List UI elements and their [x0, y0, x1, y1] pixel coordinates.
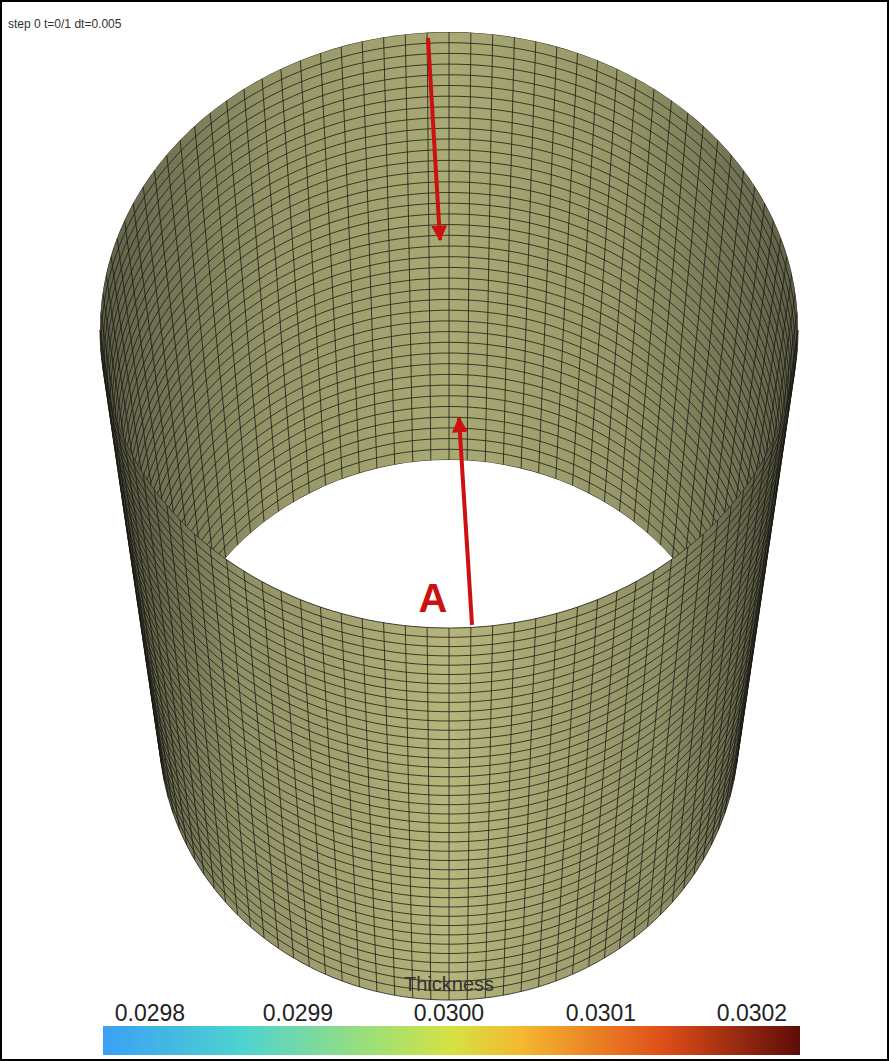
- tick-value: 0.0299: [263, 1002, 333, 1025]
- outer-wall: [100, 330, 798, 1000]
- red-arrow: [459, 418, 472, 625]
- tick-value: 0.0300: [414, 1002, 484, 1025]
- step-info: step 0 t=0/1 dt=0.005: [8, 18, 121, 30]
- tick-value: 0.0301: [566, 1002, 636, 1025]
- inner-mesh: [100, 32, 798, 1000]
- outer-mesh: [100, 330, 798, 1000]
- colorbar-title: Thickness: [404, 974, 494, 994]
- color-bar: [103, 1026, 800, 1055]
- tick-value: 0.0298: [115, 1002, 185, 1025]
- mesh-lines: [100, 330, 798, 1000]
- red-arrow: [428, 38, 440, 240]
- tick-value: 0.0302: [717, 1002, 787, 1025]
- callout-letter: A: [419, 578, 448, 618]
